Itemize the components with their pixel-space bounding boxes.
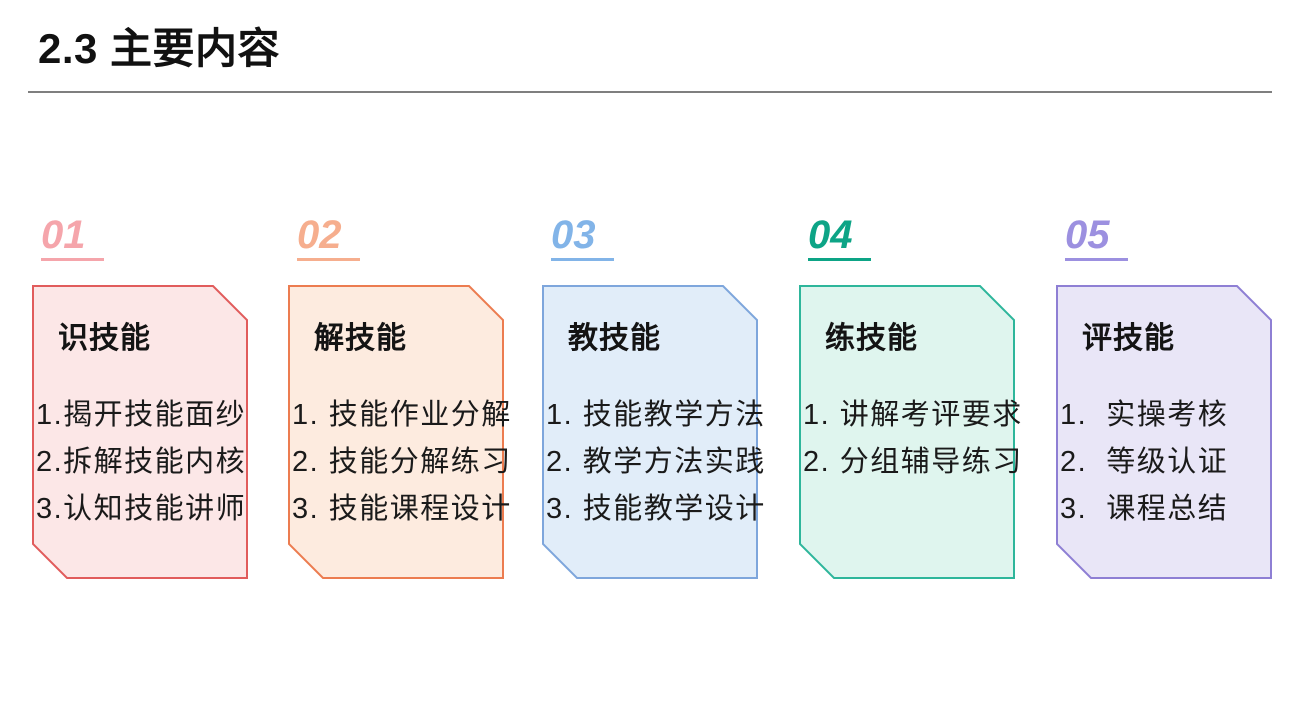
list-item: 3. 技能课程设计 bbox=[292, 493, 512, 525]
step-card: 识技能 1.揭开技能面纱 2.拆解技能内核 3.认知技能讲师 bbox=[32, 285, 248, 579]
card-title: 解技能 bbox=[314, 322, 407, 355]
step-number: 04 bbox=[808, 212, 871, 261]
card-shape bbox=[799, 285, 1015, 579]
step-card: 解技能 1. 技能作业分解 2. 技能分解练习 3. 技能课程设计 bbox=[288, 285, 512, 579]
step-column-5: 05 评技能 1. 实操考核 2. 等级认证 3. 课程总结 bbox=[1056, 212, 1276, 579]
card-title: 教技能 bbox=[568, 322, 661, 355]
title-divider bbox=[28, 91, 1272, 93]
card-title: 评技能 bbox=[1082, 322, 1175, 355]
page-title: 2.3 主要内容 bbox=[38, 25, 281, 72]
list-item: 2. 等级认证 bbox=[1060, 446, 1229, 478]
card-list: 1.揭开技能面纱 2.拆解技能内核 3.认知技能讲师 bbox=[36, 392, 248, 533]
card-shape bbox=[542, 285, 758, 579]
list-item: 1. 技能教学方法 bbox=[546, 399, 766, 431]
list-item: 1. 技能作业分解 bbox=[292, 399, 512, 431]
step-card: 教技能 1. 技能教学方法 2. 教学方法实践 3. 技能教学设计 bbox=[542, 285, 766, 579]
card-title: 识技能 bbox=[58, 322, 151, 355]
list-item: 3.认知技能讲师 bbox=[36, 493, 247, 525]
step-number: 01 bbox=[41, 212, 104, 261]
card-shape bbox=[1056, 285, 1272, 579]
card-list: 1. 技能作业分解 2. 技能分解练习 3. 技能课程设计 bbox=[292, 392, 512, 533]
list-item: 2.拆解技能内核 bbox=[36, 446, 247, 478]
step-number: 03 bbox=[551, 212, 614, 261]
list-item: 1.揭开技能面纱 bbox=[36, 399, 247, 431]
card-list: 1. 讲解考评要求 2. 分组辅导练习 bbox=[803, 392, 1023, 486]
card-shape bbox=[288, 285, 504, 579]
card-shape bbox=[32, 285, 248, 579]
step-column-3: 03 教技能 1. 技能教学方法 2. 教学方法实践 3. 技能教学设计 bbox=[542, 212, 766, 579]
list-item: 3. 课程总结 bbox=[1060, 493, 1229, 525]
list-item: 1. 实操考核 bbox=[1060, 399, 1229, 431]
step-card: 练技能 1. 讲解考评要求 2. 分组辅导练习 bbox=[799, 285, 1023, 579]
card-title: 练技能 bbox=[825, 322, 918, 355]
step-column-1: 01 识技能 1.揭开技能面纱 2.拆解技能内核 3.认知技能讲师 bbox=[32, 212, 252, 579]
list-item: 2. 分组辅导练习 bbox=[803, 446, 1023, 478]
list-item: 2. 技能分解练习 bbox=[292, 446, 512, 478]
step-card: 评技能 1. 实操考核 2. 等级认证 3. 课程总结 bbox=[1056, 285, 1272, 579]
step-column-4: 04 练技能 1. 讲解考评要求 2. 分组辅导练习 bbox=[799, 212, 1023, 579]
list-item: 1. 讲解考评要求 bbox=[803, 399, 1023, 431]
list-item: 3. 技能教学设计 bbox=[546, 493, 766, 525]
step-number: 05 bbox=[1065, 212, 1128, 261]
step-column-2: 02 解技能 1. 技能作业分解 2. 技能分解练习 3. 技能课程设计 bbox=[288, 212, 512, 579]
list-item: 2. 教学方法实践 bbox=[546, 446, 766, 478]
step-number: 02 bbox=[297, 212, 360, 261]
card-list: 1. 实操考核 2. 等级认证 3. 课程总结 bbox=[1060, 392, 1272, 533]
card-list: 1. 技能教学方法 2. 教学方法实践 3. 技能教学设计 bbox=[546, 392, 766, 533]
